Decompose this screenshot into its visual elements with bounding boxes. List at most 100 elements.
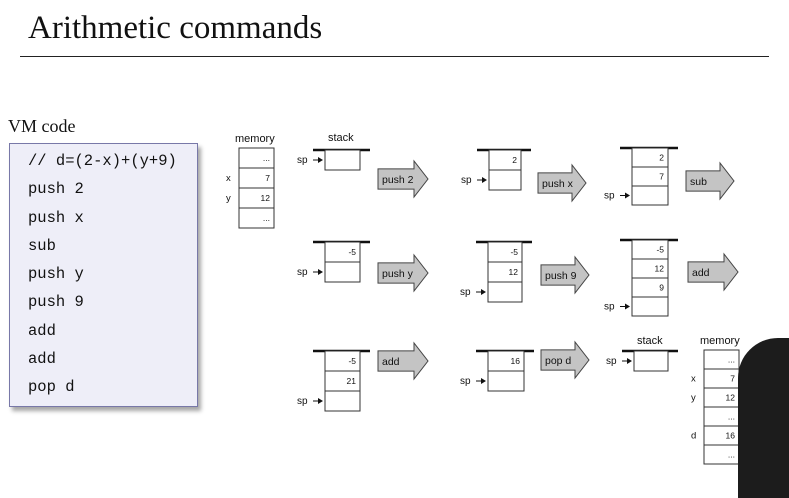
memory-var-label: y bbox=[226, 193, 231, 204]
stack-cell-value: -5 bbox=[656, 245, 664, 255]
memory-var-label: y bbox=[691, 393, 696, 404]
stack-cell bbox=[633, 350, 669, 372]
block-arrow-shape bbox=[377, 253, 429, 293]
block-arrow-shape bbox=[540, 255, 590, 295]
block-arrow-shape bbox=[377, 159, 429, 199]
sp-arrow-icon bbox=[481, 289, 486, 295]
stack-s3: -5 sp bbox=[297, 240, 370, 283]
stack-cell bbox=[631, 185, 669, 206]
code-line: push x bbox=[28, 208, 84, 227]
memory-cell-value: 16 bbox=[726, 431, 736, 441]
stack-cell bbox=[488, 169, 522, 191]
code-line: add bbox=[28, 350, 56, 369]
command-arrow: add bbox=[687, 252, 739, 292]
memory-cell-value: ... bbox=[728, 355, 735, 365]
memory-var-label: x bbox=[226, 173, 231, 184]
command-arrow: add bbox=[377, 341, 429, 381]
block-arrow-shape bbox=[537, 163, 587, 203]
memory-var-label: d bbox=[691, 431, 696, 442]
stack-s6: -5 21 sp bbox=[297, 349, 370, 412]
block-arrow-shape bbox=[685, 161, 735, 201]
code-line: push y bbox=[28, 265, 84, 284]
stack-cell bbox=[324, 390, 361, 412]
stack-cell bbox=[487, 370, 525, 392]
arrow-label: push x bbox=[542, 178, 574, 190]
command-arrow: push x bbox=[537, 163, 587, 203]
command-arrow: push 2 bbox=[377, 159, 429, 199]
sp-label: sp bbox=[461, 175, 472, 186]
sp-arrow-icon bbox=[318, 398, 323, 404]
stack-cell-value: 16 bbox=[511, 356, 521, 366]
stack-cell bbox=[631, 296, 669, 317]
sp-label: sp bbox=[604, 191, 615, 202]
code-line: pop d bbox=[28, 378, 75, 397]
stack-cell-value: -5 bbox=[348, 356, 356, 366]
memory-cell-value: 12 bbox=[261, 193, 271, 203]
block-arrow-shape bbox=[377, 341, 429, 381]
command-arrow: sub bbox=[685, 161, 735, 201]
code-line: sub bbox=[28, 236, 56, 255]
presenter-silhouette bbox=[738, 338, 789, 498]
sp-label: sp bbox=[460, 287, 471, 298]
command-arrow: pop d bbox=[540, 340, 590, 380]
memory-cell bbox=[238, 207, 275, 229]
arrow-label: sub bbox=[690, 176, 707, 188]
stack-cell bbox=[324, 261, 361, 283]
code-line: // d=(2-x)+(y+9) bbox=[28, 152, 177, 170]
sp-label: sp bbox=[604, 302, 615, 313]
stack-cell-value: 7 bbox=[659, 172, 664, 182]
sp-label: sp bbox=[297, 155, 308, 166]
sp-arrow-icon bbox=[625, 192, 630, 199]
memory-var-label: x bbox=[691, 374, 696, 385]
stack-cell-value: 9 bbox=[659, 283, 664, 293]
sp-arrow-icon bbox=[481, 378, 486, 384]
slide-title: Arithmetic commands bbox=[28, 10, 323, 46]
block-arrow-shape bbox=[540, 340, 590, 380]
memory-cell-value: 12 bbox=[726, 393, 736, 403]
stack-s4: -5 12 sp bbox=[460, 240, 532, 303]
arrow-label: pop d bbox=[545, 355, 571, 367]
stack-label: stack bbox=[328, 132, 354, 144]
command-arrow: push y bbox=[377, 253, 429, 293]
stack-s0: sp bbox=[297, 148, 370, 171]
sp-arrow-icon bbox=[318, 157, 323, 163]
stack-cell-value: 12 bbox=[509, 267, 519, 277]
block-arrow-shape bbox=[687, 252, 739, 292]
vm-code-box: // d=(2-x)+(y+9) push 2 push x sub push … bbox=[9, 143, 198, 407]
sp-label: sp bbox=[297, 396, 308, 407]
memory-label: memory bbox=[235, 133, 275, 145]
vm-code-label: VM code bbox=[8, 116, 76, 136]
arrow-label: push 9 bbox=[545, 270, 577, 282]
stack-cell bbox=[487, 281, 523, 303]
sp-label: sp bbox=[460, 376, 471, 387]
sp-label: sp bbox=[297, 267, 308, 278]
stack-s5: -5 12 9 sp bbox=[604, 238, 678, 317]
sp-label: sp bbox=[606, 356, 617, 367]
stack-cell-value: 21 bbox=[347, 376, 357, 386]
memory-cell-value: 7 bbox=[265, 173, 270, 183]
memory-cell-value: ... bbox=[728, 412, 735, 422]
sp-arrow-icon bbox=[625, 303, 630, 310]
arrow-label: add bbox=[692, 267, 710, 279]
stack-label: stack bbox=[637, 335, 663, 347]
memory-final: ...7x12y...16d... bbox=[691, 349, 740, 465]
title-divider bbox=[20, 56, 769, 57]
arrow-label: add bbox=[382, 356, 400, 368]
memory-cell-value: ... bbox=[263, 153, 270, 163]
stack-cell-value: -5 bbox=[348, 247, 356, 257]
code-line: add bbox=[28, 321, 56, 340]
memory-label: memory bbox=[700, 335, 740, 347]
stack-cell-value: 12 bbox=[655, 264, 665, 274]
sp-arrow-icon bbox=[627, 358, 632, 364]
stack-cell-value: -5 bbox=[510, 247, 518, 257]
command-arrow: push 9 bbox=[540, 255, 590, 295]
stack-s7: 16 sp bbox=[460, 349, 534, 392]
stack-cell bbox=[324, 149, 361, 171]
sp-arrow-icon bbox=[482, 177, 487, 183]
arrow-label: push 2 bbox=[382, 174, 414, 186]
code-line: push 2 bbox=[28, 180, 84, 199]
sp-arrow-icon bbox=[318, 269, 323, 275]
stack-s8: sp bbox=[606, 349, 678, 372]
stack-cell-value: 2 bbox=[512, 155, 517, 165]
